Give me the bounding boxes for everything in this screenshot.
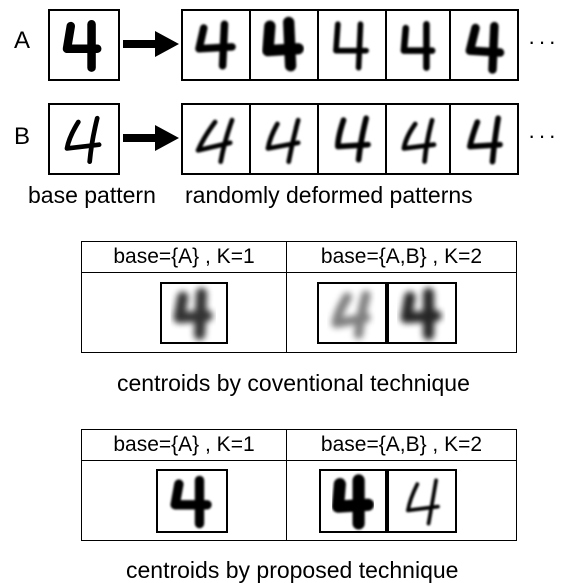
deformed-pattern-a-5 [449, 9, 519, 81]
centroid-image [387, 282, 457, 344]
right-arrow-icon [121, 30, 181, 58]
caption-deformed-patterns: randomly deformed patterns [185, 182, 473, 208]
cell-k2 [286, 272, 517, 353]
caption-conventional: centroids by coventional technique [117, 370, 470, 396]
deformed-pattern-a-4 [385, 9, 451, 81]
centroid-image [317, 282, 387, 344]
caption-base-pattern: base pattern [28, 182, 156, 208]
row-label-a: A [14, 27, 31, 54]
header-k1: base={A} , K=1 [81, 429, 287, 461]
centroid-image [156, 469, 228, 533]
caption-proposed: centroids by proposed technique [126, 557, 459, 583]
deformed-pattern-a-2 [249, 9, 319, 81]
centroid-image [160, 282, 228, 344]
right-arrow-icon [121, 124, 181, 152]
header-k1: base={A} , K=1 [81, 241, 287, 273]
base-pattern-a [48, 9, 120, 81]
proposed-centroid-table: base={A} , K=1 base={A,B} , K=2 [81, 429, 517, 541]
deformed-pattern-b-5 [449, 103, 519, 175]
base-pattern-b [48, 103, 120, 175]
deformed-pattern-a-3 [317, 9, 387, 81]
cell-k1 [81, 272, 287, 353]
conventional-centroid-table: base={A} , K=1 base={A,B} , K=2 [81, 241, 517, 353]
more-indicator-b: ··· [528, 123, 559, 148]
row-label-b: B [14, 123, 31, 150]
centroid-image [387, 469, 457, 533]
header-k2: base={A,B} , K=2 [286, 429, 517, 461]
deformed-pattern-a-1 [181, 9, 251, 81]
cell-k1 [81, 460, 287, 541]
more-indicator-a: ··· [528, 29, 559, 54]
centroid-image [319, 469, 387, 533]
cell-k2 [286, 460, 517, 541]
deformed-pattern-b-3 [317, 103, 387, 175]
header-k2: base={A,B} , K=2 [286, 241, 517, 273]
deformed-pattern-b-2 [249, 103, 319, 175]
deformed-pattern-b-1 [181, 103, 251, 175]
deformed-pattern-b-4 [385, 103, 451, 175]
